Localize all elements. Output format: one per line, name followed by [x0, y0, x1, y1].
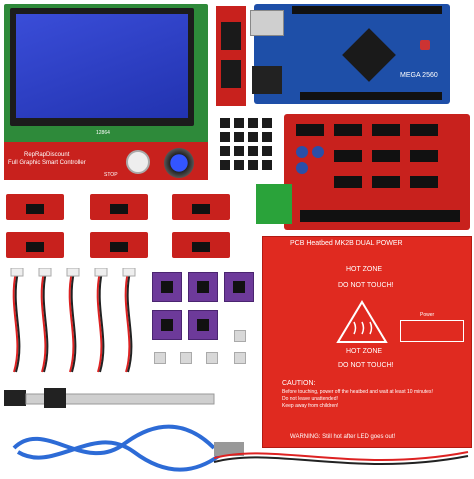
hot-zone-label: HOT ZONE — [346, 266, 383, 273]
driver-socket — [334, 124, 362, 136]
power-jack — [252, 66, 282, 94]
warning-label: WARNING: Still hot after LED goes out! — [290, 434, 396, 440]
heatsink — [248, 160, 258, 170]
ribbon-cable — [4, 388, 215, 408]
microswitch — [26, 204, 44, 214]
usb-cable — [12, 424, 244, 472]
driver-socket — [372, 124, 400, 136]
lcd-chip-label: 12864 — [96, 130, 110, 136]
usb-port — [250, 10, 284, 36]
driver-socket — [296, 124, 324, 136]
aluminium-heatsink — [180, 352, 192, 364]
caution-line: Do not leave unattended! — [282, 396, 338, 402]
heatsink — [248, 132, 258, 142]
microswitch — [110, 242, 128, 252]
adapter-connector — [221, 22, 241, 50]
heatsink — [220, 118, 230, 128]
adapter-connector — [221, 60, 241, 88]
stop-label: STOP — [104, 172, 118, 178]
driver-chip — [197, 281, 209, 293]
heatbed-wire — [214, 451, 469, 465]
aluminium-heatsink — [234, 352, 246, 364]
heatbed-title: PCB Heatbed MK2B DUAL POWER — [290, 240, 403, 247]
capacitor — [296, 146, 308, 158]
driver-socket — [334, 150, 362, 162]
lcd-screen — [16, 14, 188, 118]
rotary-encoder-knob — [164, 148, 194, 178]
microswitch — [192, 204, 210, 214]
heatsink — [234, 160, 244, 170]
driver-socket — [410, 176, 438, 188]
power-terminal — [256, 184, 292, 224]
microswitch — [26, 242, 44, 252]
aluminium-heatsink — [154, 352, 166, 364]
power-table — [400, 320, 464, 342]
heatsink — [262, 160, 272, 170]
aluminium-heatsink — [206, 352, 218, 364]
lcd-brand-label: RepRapDiscount — [24, 152, 70, 158]
heatsink — [234, 118, 244, 128]
ramps-pin-header — [300, 210, 460, 222]
heatsink — [262, 132, 272, 142]
heatsink — [248, 146, 258, 156]
driver-socket — [372, 176, 400, 188]
heatsink — [234, 146, 244, 156]
driver-socket — [410, 150, 438, 162]
lcd-adapter-board — [216, 6, 246, 106]
heatsink — [248, 118, 258, 128]
lcd-model-label: Full Graphic Smart Controller — [8, 160, 86, 166]
driver-socket — [372, 150, 400, 162]
driver-chip — [161, 319, 173, 331]
reset-button — [420, 40, 430, 50]
caution-title: CAUTION: — [282, 380, 316, 387]
heatsink — [220, 146, 230, 156]
do-not-touch-label: DO NOT TOUCH! — [338, 282, 394, 289]
mega-header-bottom — [300, 92, 442, 100]
microswitch — [110, 204, 128, 214]
caution-line: Before touching, power off the heatbed a… — [282, 389, 433, 395]
driver-socket — [334, 176, 362, 188]
driver-chip — [233, 281, 245, 293]
buzzer — [126, 150, 150, 174]
driver-chip — [197, 319, 209, 331]
hot-surface-warning-icon — [336, 300, 388, 343]
driver-chip — [161, 281, 173, 293]
capacitor — [312, 146, 324, 158]
cable-bundle — [12, 271, 133, 373]
hot-zone-label: HOT ZONE — [346, 348, 383, 355]
power-table-label: Power — [420, 312, 435, 318]
heatsink — [220, 160, 230, 170]
capacitor — [296, 162, 308, 174]
endstop-cables — [10, 268, 136, 373]
aluminium-heatsink — [234, 330, 246, 342]
heatsink — [262, 118, 272, 128]
mega-label: MEGA 2560 — [400, 72, 438, 79]
heatsink — [262, 146, 272, 156]
heatsink — [220, 132, 230, 142]
mega-header-top — [292, 6, 442, 14]
microswitch — [192, 242, 210, 252]
driver-socket — [410, 124, 438, 136]
heatsink — [234, 132, 244, 142]
caution-line: Keep away from children! — [282, 403, 339, 409]
do-not-touch-label: DO NOT TOUCH! — [338, 362, 394, 369]
